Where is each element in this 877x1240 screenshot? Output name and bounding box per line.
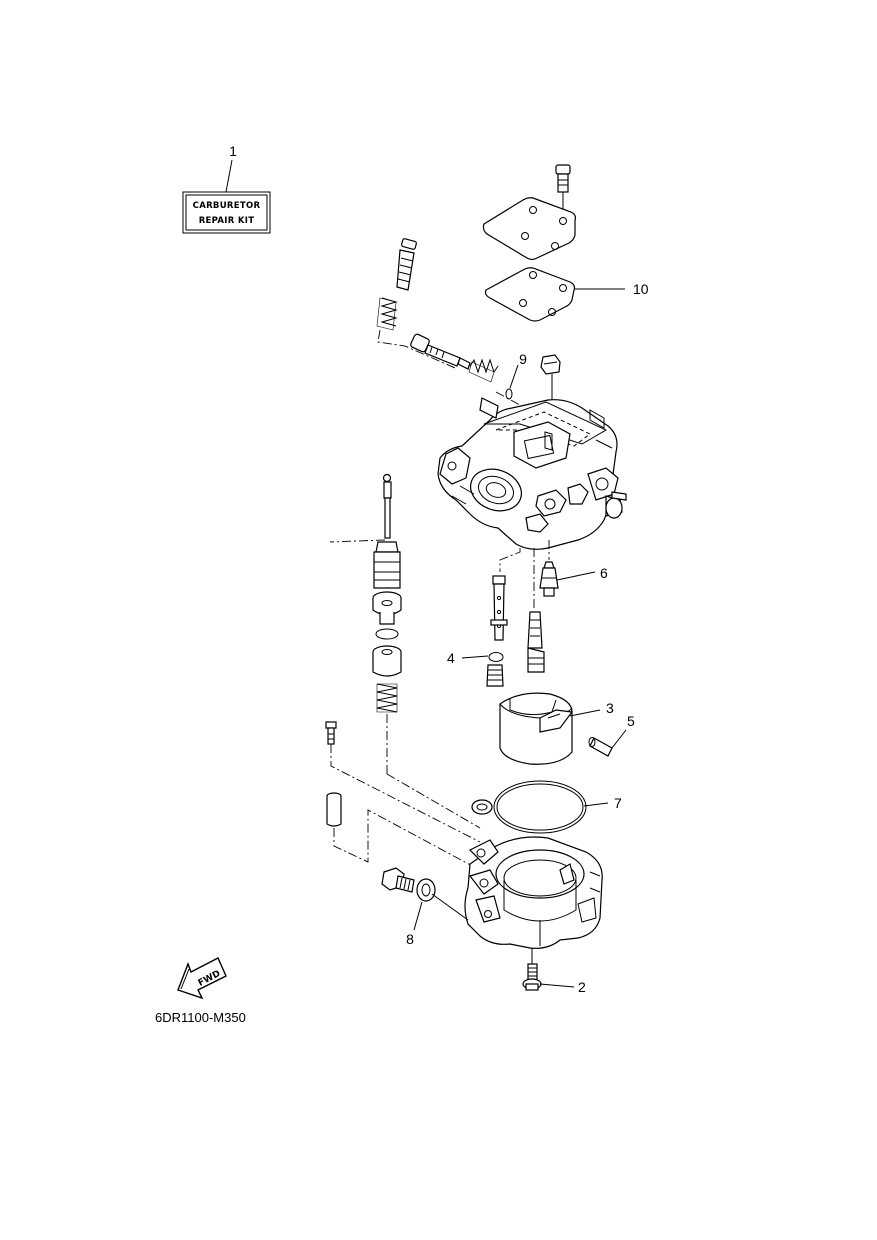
cover-gasket — [484, 267, 625, 322]
callout-6: 6 — [600, 565, 608, 581]
chamber-screw-small — [325, 721, 337, 745]
pump-plunger — [382, 473, 392, 539]
float-pin-5 — [588, 729, 627, 757]
fwd-arrow-icon: FWD — [177, 957, 227, 1000]
repair-kit-label: CARBURETOR REPAIR KIT — [182, 159, 271, 234]
callout-8: 8 — [406, 931, 414, 947]
float-chamber-bowl — [464, 836, 603, 949]
callout-3: 3 — [606, 700, 614, 716]
pilot-screw-spring — [376, 297, 398, 331]
pilot-jet — [527, 611, 545, 673]
shaft-spring — [468, 358, 499, 383]
drain-screw — [381, 867, 415, 893]
needle-valve-6 — [539, 561, 596, 597]
kit-label-line1: CARBURETOR — [193, 201, 261, 211]
washer-8 — [413, 878, 469, 931]
pump-o-ring — [375, 628, 399, 640]
main-nozzle — [490, 575, 508, 641]
callout-10: 10 — [633, 281, 649, 297]
callout-7: 7 — [614, 795, 622, 811]
cover-plate — [482, 197, 577, 261]
callout-1: 1 — [229, 143, 237, 159]
chamber-dowel — [326, 792, 342, 827]
carburetor-body — [437, 397, 627, 550]
callout-5: 5 — [627, 713, 635, 729]
diagram-code: 6DR1100-M350 — [155, 1010, 246, 1025]
callout-2: 2 — [578, 979, 586, 995]
chamber-gasket-7 — [471, 780, 609, 834]
callout-4: 4 — [447, 650, 455, 666]
pump-spring — [376, 683, 398, 713]
throttle-shaft — [410, 333, 471, 370]
pilot-screw — [396, 238, 417, 291]
callout-9: 9 — [519, 351, 527, 367]
pump-cap — [372, 645, 402, 677]
main-jet — [486, 664, 504, 687]
float-3 — [499, 692, 601, 765]
bottom-screw-2 — [522, 948, 575, 991]
o-ring-4 — [488, 652, 504, 662]
o-ring-9 — [505, 388, 513, 400]
pump-piston — [373, 541, 401, 589]
pump-seat — [372, 591, 402, 625]
kit-label-line2: REPAIR KIT — [199, 216, 255, 226]
